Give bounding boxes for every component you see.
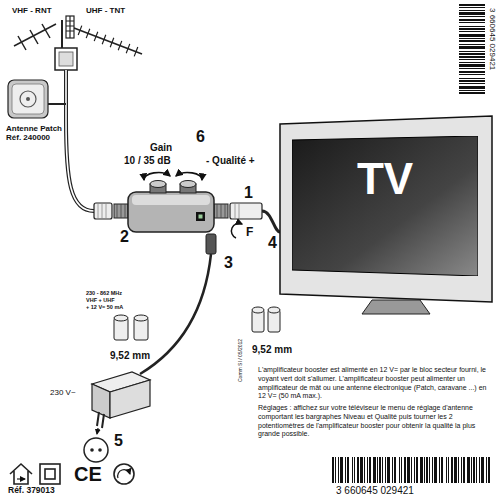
adjust-arrow — [144, 173, 170, 180]
mast-amplifier — [55, 48, 77, 70]
coax-cable — [262, 211, 280, 232]
adjust-arrow — [176, 173, 202, 180]
recycle-icon — [114, 464, 134, 484]
dimension: 9,52 mm — [110, 350, 150, 362]
wall-socket — [84, 438, 108, 462]
power-supply — [92, 372, 150, 434]
coax-plug — [230, 203, 262, 219]
antenna-caption: Antenne Patch — [6, 124, 67, 133]
screen-text: TV — [292, 154, 478, 205]
tv-frame — [280, 116, 492, 314]
dimension: 9,52 mm — [252, 344, 292, 356]
coax-cable — [48, 70, 94, 211]
spec-text: + 12 V= 50 mA — [86, 304, 123, 310]
antenna-caption: Réf. 240000 — [6, 133, 67, 142]
vhf-antenna — [14, 24, 56, 50]
callout-number: 2 — [120, 228, 129, 246]
callout-number: 5 — [114, 432, 123, 450]
mast-amplifier — [59, 52, 73, 66]
callout-number: 6 — [196, 128, 205, 146]
band-label: VHF - RNT — [12, 6, 52, 15]
coax-plug — [235, 203, 239, 219]
antenna-box: Antenne PatchRéf. 240000 — [6, 80, 67, 142]
note-text: Réglages : affichez sur votre téléviseur… — [258, 404, 494, 439]
control-label: Gain — [150, 142, 172, 154]
callout-number: 4 — [268, 234, 277, 252]
barcode-number: 3 660645 029421 — [336, 485, 414, 497]
power-cable — [140, 254, 211, 374]
note-text: L'amplificateur booster est alimenté en … — [258, 366, 494, 401]
tv-screen: TV — [292, 136, 478, 276]
patch-antenna — [8, 80, 48, 118]
barcode — [332, 457, 490, 483]
class-ii-icon — [40, 464, 60, 484]
control-label: 10 / 35 dB — [124, 155, 171, 167]
mast — [61, 20, 63, 48]
voltage-label: 230 V~ — [50, 388, 76, 397]
indoor-icon — [10, 464, 32, 484]
callout-letter: F — [246, 226, 253, 240]
callout-number: 1 — [244, 184, 253, 202]
ce-mark: CE — [74, 463, 102, 486]
control-label: - Qualité + — [206, 155, 255, 167]
spec-text: VHF + UHF — [86, 297, 115, 303]
reference: Réf. 379013 — [8, 486, 55, 496]
callout-number: 3 — [224, 254, 233, 272]
coax-plug — [98, 203, 106, 219]
spec-text: 230 - 862 MHz — [86, 290, 122, 296]
booster-amplifier — [114, 181, 228, 233]
barcode — [459, 4, 485, 96]
barcode-number: 3 660645 029421 — [488, 8, 497, 70]
dc-plug — [206, 234, 216, 254]
coax-end — [114, 307, 280, 340]
band-label: UHF - TNT — [86, 6, 125, 15]
coax-plug — [94, 203, 112, 219]
screw-arrow — [231, 223, 242, 238]
print-code: Comm SI / 05/2012 — [238, 339, 244, 382]
